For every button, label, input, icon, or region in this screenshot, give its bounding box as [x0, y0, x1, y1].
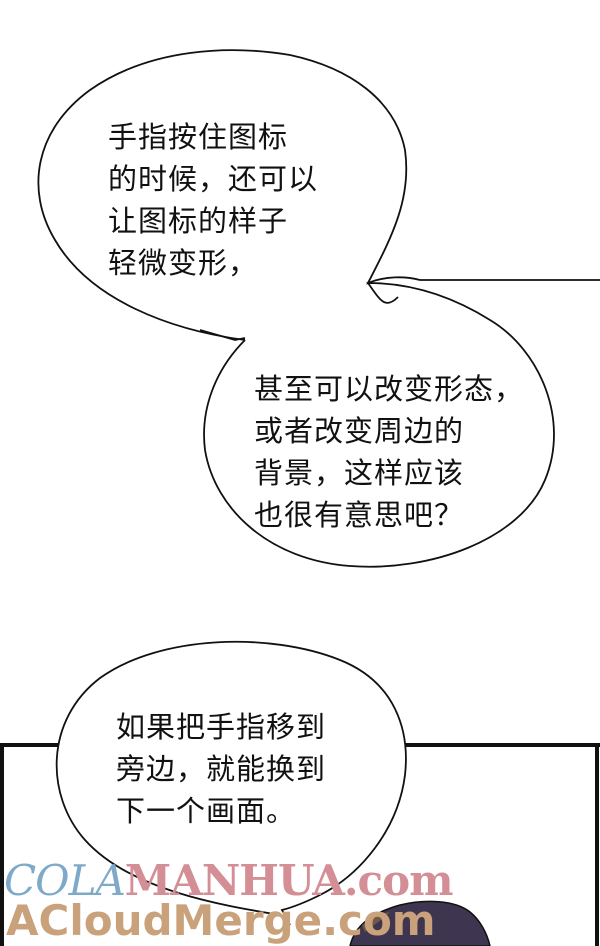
- watermark-cola: COLA: [4, 856, 126, 905]
- watermark-colamanhua: COLAMANHUA.com: [4, 856, 454, 905]
- speech-bubble-3-text: 如果把手指移到 旁边，就能换到 下一个画面。: [116, 710, 327, 828]
- character-hair: [349, 900, 491, 946]
- hair-highlight: [362, 912, 390, 932]
- speech-bubble-1-tail: [199, 329, 246, 341]
- speech-bubble-1: [37, 49, 600, 341]
- speech-bubble-2: [203, 282, 555, 568]
- watermark-manhua: MANHUA.com: [124, 856, 454, 905]
- speech-bubble-1-text: 手指按住图标 的时候，还可以 让图标的样子 轻微变形，: [108, 120, 319, 280]
- speech-bubble-3: [55, 640, 407, 926]
- speech-bubble-2-text: 甚至可以改变形态， 或者改变周边的 背景，这样应该 也很有意思吧？: [254, 372, 525, 532]
- watermark-acloudmerge: ACloudMerge.com: [6, 896, 436, 945]
